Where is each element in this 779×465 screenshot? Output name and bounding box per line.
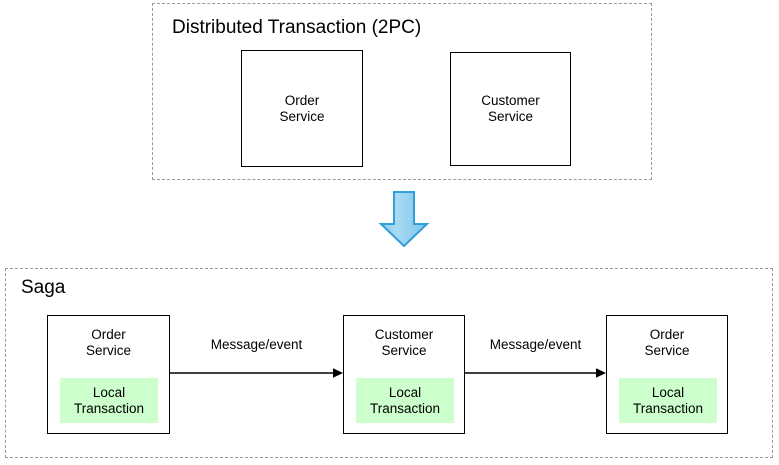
- flow-arrow-1: [170, 367, 344, 379]
- local-transaction-label-1: Local Transaction: [73, 384, 145, 416]
- flow-arrow-2: [465, 367, 607, 379]
- saga-step-customer-service-2[interactable]: Customer Service Local Transaction: [343, 315, 465, 434]
- local-transaction-chip-3: Local Transaction: [619, 378, 717, 423]
- local-transaction-label-2: Local Transaction: [369, 384, 441, 416]
- local-transaction-chip-1: Local Transaction: [60, 378, 158, 423]
- edge-label-message-event-1: Message/event: [210, 337, 303, 352]
- local-transaction-chip-2: Local Transaction: [356, 378, 454, 423]
- service-label-order-service-2pc: Order Service: [279, 93, 325, 124]
- local-transaction-label-3: Local Transaction: [632, 384, 704, 416]
- distributed-transaction-title: Distributed Transaction (2PC): [172, 17, 422, 38]
- saga-service-label-1: Order Service: [85, 327, 131, 358]
- saga-title: Saga: [21, 277, 66, 298]
- saga-group: [5, 268, 773, 458]
- distributed-transaction-group: [152, 3, 652, 180]
- edge-label-message-event-2: Message/event: [489, 337, 582, 352]
- saga-step-order-service-3[interactable]: Order Service Local Transaction: [606, 315, 728, 434]
- saga-service-label-3: Order Service: [644, 327, 690, 358]
- saga-service-label-2: Customer Service: [374, 327, 434, 358]
- service-box-customer-service-2pc[interactable]: Customer Service: [450, 52, 571, 166]
- down-arrow-icon: [378, 190, 430, 248]
- service-box-order-service-2pc[interactable]: Order Service: [241, 50, 363, 167]
- saga-step-order-service-1[interactable]: Order Service Local Transaction: [47, 315, 170, 434]
- service-label-customer-service-2pc: Customer Service: [481, 93, 540, 124]
